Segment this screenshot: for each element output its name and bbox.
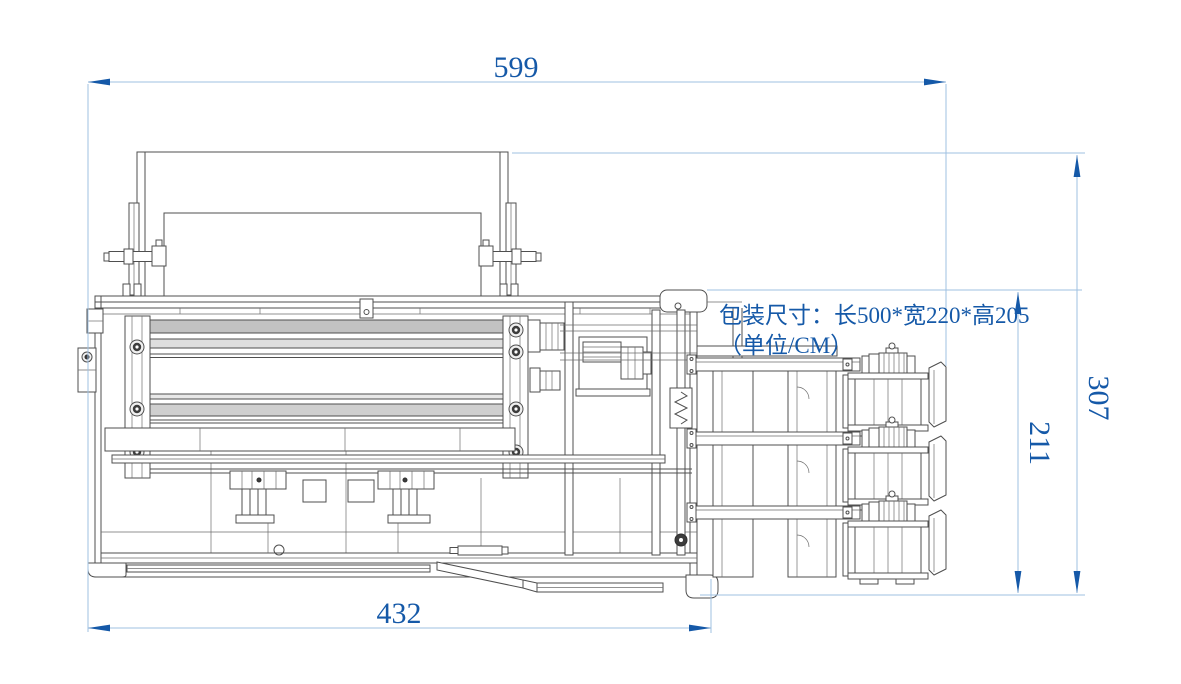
arrow-down-icon bbox=[1014, 571, 1022, 593]
dim-total-height: 307 bbox=[512, 152, 1115, 596]
main-gearbox bbox=[575, 336, 652, 397]
bearing bbox=[129, 401, 145, 417]
dim-body-height-value: 211 bbox=[1023, 421, 1056, 465]
dimensions: 599 432 307 211 包装尺寸： bbox=[87, 51, 1115, 633]
roller-2 bbox=[149, 338, 504, 349]
dim-bottom-width: 432 bbox=[88, 579, 712, 633]
dim-top-width-value: 599 bbox=[494, 51, 539, 84]
left-foot bbox=[87, 562, 127, 578]
roller-3 bbox=[149, 393, 504, 400]
inner-rails bbox=[560, 301, 697, 556]
packaging-note-line2: （单位/CM） bbox=[719, 333, 853, 358]
dim-total-height-value: 307 bbox=[1082, 376, 1115, 421]
bearing bbox=[508, 322, 524, 338]
dim-bottom-width-value: 432 bbox=[377, 597, 422, 630]
roll-shaft-left bbox=[103, 239, 167, 267]
bearing bbox=[129, 339, 145, 355]
leg-a bbox=[235, 488, 275, 553]
discharge-ramp bbox=[436, 561, 664, 593]
roller-4 bbox=[149, 403, 504, 417]
leg-b bbox=[387, 488, 431, 553]
bottom-cylinder bbox=[449, 545, 509, 556]
output-gantry bbox=[696, 301, 838, 578]
table-band bbox=[104, 427, 692, 556]
arrow-right-icon bbox=[924, 78, 946, 86]
roller-section bbox=[77, 315, 652, 479]
dim-body-height: 211 bbox=[707, 289, 1082, 593]
slide-unit-b bbox=[377, 470, 435, 490]
arrow-left-icon bbox=[88, 78, 110, 86]
roller-motor-2 bbox=[529, 367, 561, 393]
hood bbox=[103, 151, 542, 299]
arrow-down-icon bbox=[1073, 571, 1081, 593]
packaging-note-line1: 包装尺寸：长500*宽220*高205 bbox=[719, 303, 1030, 328]
packaging-note: 包装尺寸：长500*宽220*高205 （单位/CM） bbox=[719, 303, 1030, 358]
arrow-right-icon bbox=[689, 624, 711, 632]
roll-shaft-right bbox=[478, 239, 542, 267]
slide-unit-a bbox=[229, 470, 287, 490]
machine bbox=[77, 151, 947, 599]
arrow-left-icon bbox=[88, 624, 110, 632]
base bbox=[87, 552, 719, 599]
bearing bbox=[508, 344, 524, 360]
roller-1 bbox=[149, 319, 504, 334]
arrow-up-icon bbox=[1014, 292, 1022, 314]
roller-motor-1 bbox=[527, 319, 565, 353]
bearing bbox=[508, 401, 524, 417]
arrow-up-icon bbox=[1073, 155, 1081, 177]
dim-top-width: 599 bbox=[87, 51, 947, 632]
spring-symbol bbox=[673, 391, 689, 425]
